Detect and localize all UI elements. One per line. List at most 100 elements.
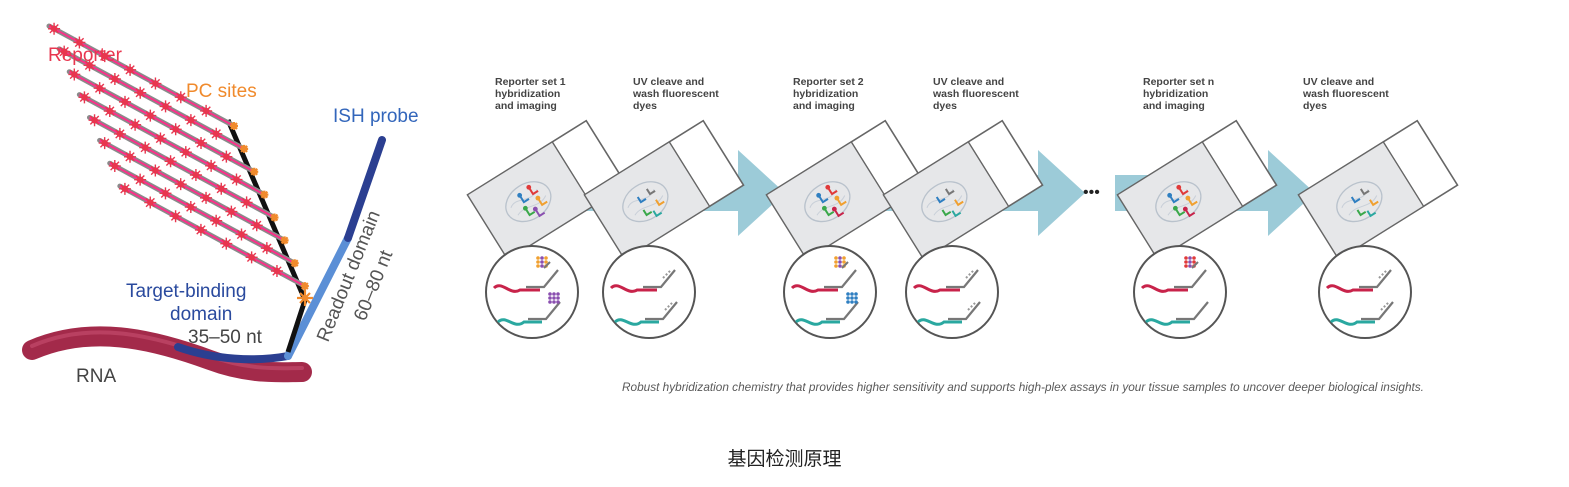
reporter-dye (148, 163, 163, 178)
rna-teal (613, 318, 659, 326)
dye-dot (540, 264, 544, 268)
probe-dye (1176, 184, 1182, 190)
reporter-dye (67, 67, 82, 82)
dye-dot (838, 260, 842, 264)
step-label-line: hybridization (793, 88, 858, 100)
reporter-dye (168, 209, 183, 223)
magnified-view-2 (602, 245, 696, 339)
dye-dot (854, 296, 858, 300)
step-label-line: dyes (933, 100, 957, 112)
dye-dot (1184, 256, 1188, 260)
probe-mark (1175, 209, 1186, 217)
reporter-dye (118, 95, 132, 109)
dye-dot (1192, 256, 1196, 260)
pc-sites-label: PC sites (186, 81, 257, 102)
pc-site-marker (250, 167, 259, 176)
step-label-line: hybridization (495, 88, 560, 100)
dye-dot (834, 260, 838, 264)
dye-dot (540, 256, 544, 260)
reporter-dye (133, 86, 147, 100)
figure-caption: 基因检测原理 (727, 448, 842, 470)
ish-probe-label: ISH probe (333, 106, 419, 127)
dye-dot (846, 292, 850, 296)
probe-dye (1182, 206, 1188, 212)
probe-mark (944, 188, 955, 196)
dye-dot (846, 296, 850, 300)
dye-dot (834, 256, 838, 260)
reporter-arm (86, 113, 279, 222)
probe-mark (1169, 196, 1180, 204)
pc-site-marker (300, 282, 309, 291)
magnified-view-6 (1318, 245, 1412, 339)
probe-mark (538, 199, 548, 207)
probe-mark (1350, 196, 1361, 204)
reporter-dye (133, 172, 147, 187)
reporter-arm (117, 182, 309, 291)
reporter-dye (123, 150, 137, 164)
probe-mark (652, 210, 663, 218)
probe-mark (528, 188, 539, 196)
probe-mark (1188, 199, 1198, 207)
pc-site-marker (297, 290, 313, 306)
rna-label: RNA (76, 366, 116, 387)
step-label-line: and imaging (793, 100, 855, 112)
probe-mark (535, 210, 546, 218)
reporter-dye (199, 104, 213, 118)
step-label-line: Reporter set 1 (495, 76, 566, 88)
target-length-label: 35–50 nt (188, 327, 263, 348)
step-label-line: wash fluorescent (1302, 88, 1389, 100)
dye-dot (854, 300, 858, 304)
reporter-dye (214, 182, 228, 196)
pc-site-marker (260, 190, 269, 199)
slide-1 (466, 119, 628, 261)
dye-dot (1184, 264, 1188, 268)
probe-mark (525, 209, 536, 217)
workflow-slides (466, 119, 1459, 339)
readout-domain (284, 234, 352, 360)
reporter-dye (118, 182, 132, 196)
reporter-label: Reporter (48, 45, 123, 66)
reporter-dye (239, 195, 254, 210)
probe-mark (1185, 210, 1196, 218)
probe-mark (1178, 188, 1189, 196)
magnified-view-4 (905, 245, 999, 339)
probe-dye (1185, 195, 1191, 201)
tissue-section (1155, 181, 1202, 223)
probe-mark (655, 199, 665, 207)
probe-mark (834, 210, 845, 218)
reporter-dye (189, 168, 203, 182)
reporter-arm (97, 136, 289, 245)
probe-schematic (22, 22, 386, 383)
rna-red (1140, 284, 1188, 293)
pc-site-marker (240, 144, 249, 153)
probe-mark (827, 188, 838, 196)
probe-mark (824, 209, 835, 217)
rna-teal (496, 318, 542, 326)
dye-dot (834, 264, 838, 268)
reporter-dye (184, 113, 198, 127)
step-label-line: UV cleave and (633, 76, 704, 88)
step-label-line: wash fluorescent (932, 88, 1019, 100)
probe-dye (831, 206, 837, 212)
slide-3 (765, 119, 927, 261)
probe-mark (642, 209, 653, 217)
probe-mark (941, 209, 952, 217)
dye-dot (544, 256, 548, 260)
probe-mark (818, 196, 829, 204)
reporter-dye (123, 63, 137, 77)
reporter-dye (148, 76, 163, 91)
reporter-dye (153, 131, 168, 146)
reporter-dye (108, 159, 122, 173)
reporter-dye (77, 90, 92, 105)
probe-dye (825, 184, 831, 190)
probe-dye (517, 192, 523, 198)
probe-dye (1172, 205, 1178, 211)
probe-mark (1366, 210, 1377, 218)
reporter-dye (103, 104, 117, 118)
dye-dot (1188, 256, 1192, 260)
dye-dot (556, 292, 560, 296)
